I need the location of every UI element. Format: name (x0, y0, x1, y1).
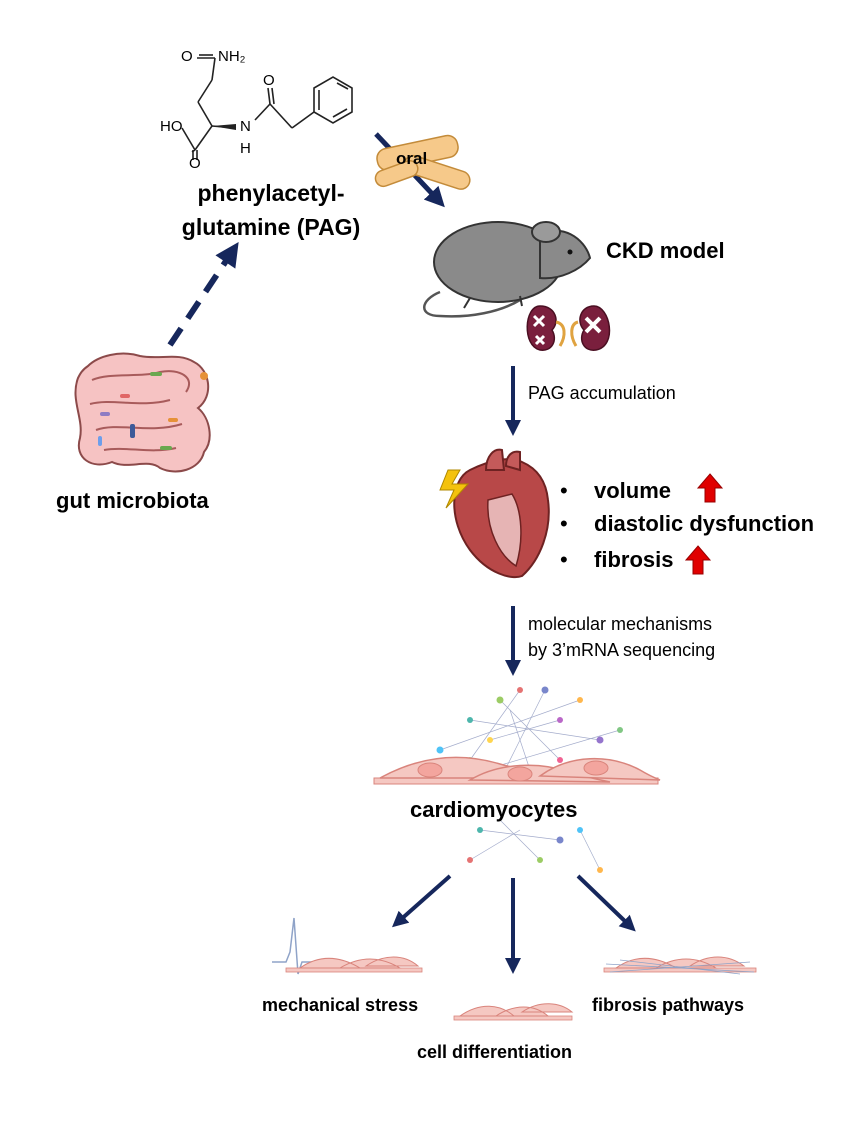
network-nodes (436, 686, 623, 873)
outcome-mechanical-stress: mechanical stress (262, 995, 419, 1015)
lightning-icon (439, 469, 470, 509)
pag-label-line1: phenylacetyl- (197, 180, 345, 206)
gene-network (439, 689, 621, 871)
ckd-model-label: CKD model (606, 238, 725, 263)
bullet: • (560, 478, 568, 503)
mechanism-line2: by 3’mRNA sequencing (528, 640, 716, 660)
bullet: • (560, 547, 568, 572)
bullet: • (560, 511, 568, 536)
atom-nh2: NH₂ (218, 48, 246, 65)
gut-to-pag-arrow (167, 242, 239, 347)
gut-label: gut microbiota (56, 488, 209, 513)
atom-o-top: O (181, 48, 193, 65)
pag-label-line2: glutamine (PAG) (181, 214, 361, 240)
oral-label: oral (396, 149, 428, 168)
outcome-cell-differentiation: cell differentiation (417, 1042, 573, 1062)
outcome-fibrosis-pathways: fibrosis pathways (592, 995, 745, 1015)
effect-fibrosis: fibrosis (594, 547, 674, 572)
mechanism-line1: molecular mechanisms (528, 614, 713, 634)
kidneys (526, 305, 611, 351)
atom-ho: HO (160, 118, 183, 135)
atom-o-acid: O (189, 155, 201, 172)
stereo-wedge (212, 124, 236, 130)
mouse (423, 221, 592, 318)
capsules (374, 134, 471, 190)
gut-illustration (74, 352, 211, 473)
up-arrow-icon-fibrosis (684, 545, 712, 575)
atom-n: N (240, 118, 251, 135)
cardiomyocyte-cells (373, 756, 661, 785)
effect-volume: volume (594, 478, 672, 503)
atom-o-amide: O (263, 72, 275, 89)
cardiomyocytes-label: cardiomyocytes (410, 797, 578, 822)
heart (453, 448, 550, 579)
pag-molecule (181, 54, 353, 160)
effect-diastolic-dysfunction: diastolic dysfunction (594, 511, 815, 536)
accumulation-label: PAG accumulation (528, 383, 676, 403)
cell-differentiation-illustration (453, 1003, 574, 1021)
mechanical-stress-illustration (272, 917, 423, 975)
arrow-to-mechanical-stress (392, 874, 452, 928)
arrow-to-fibrosis-pathways (576, 874, 636, 932)
atom-h: H (240, 140, 251, 157)
pag-label: phenylacetyl- glutamine (PAG) (176, 176, 366, 244)
up-arrow-icon-volume (696, 473, 724, 503)
fibrosis-illustration (603, 956, 757, 975)
